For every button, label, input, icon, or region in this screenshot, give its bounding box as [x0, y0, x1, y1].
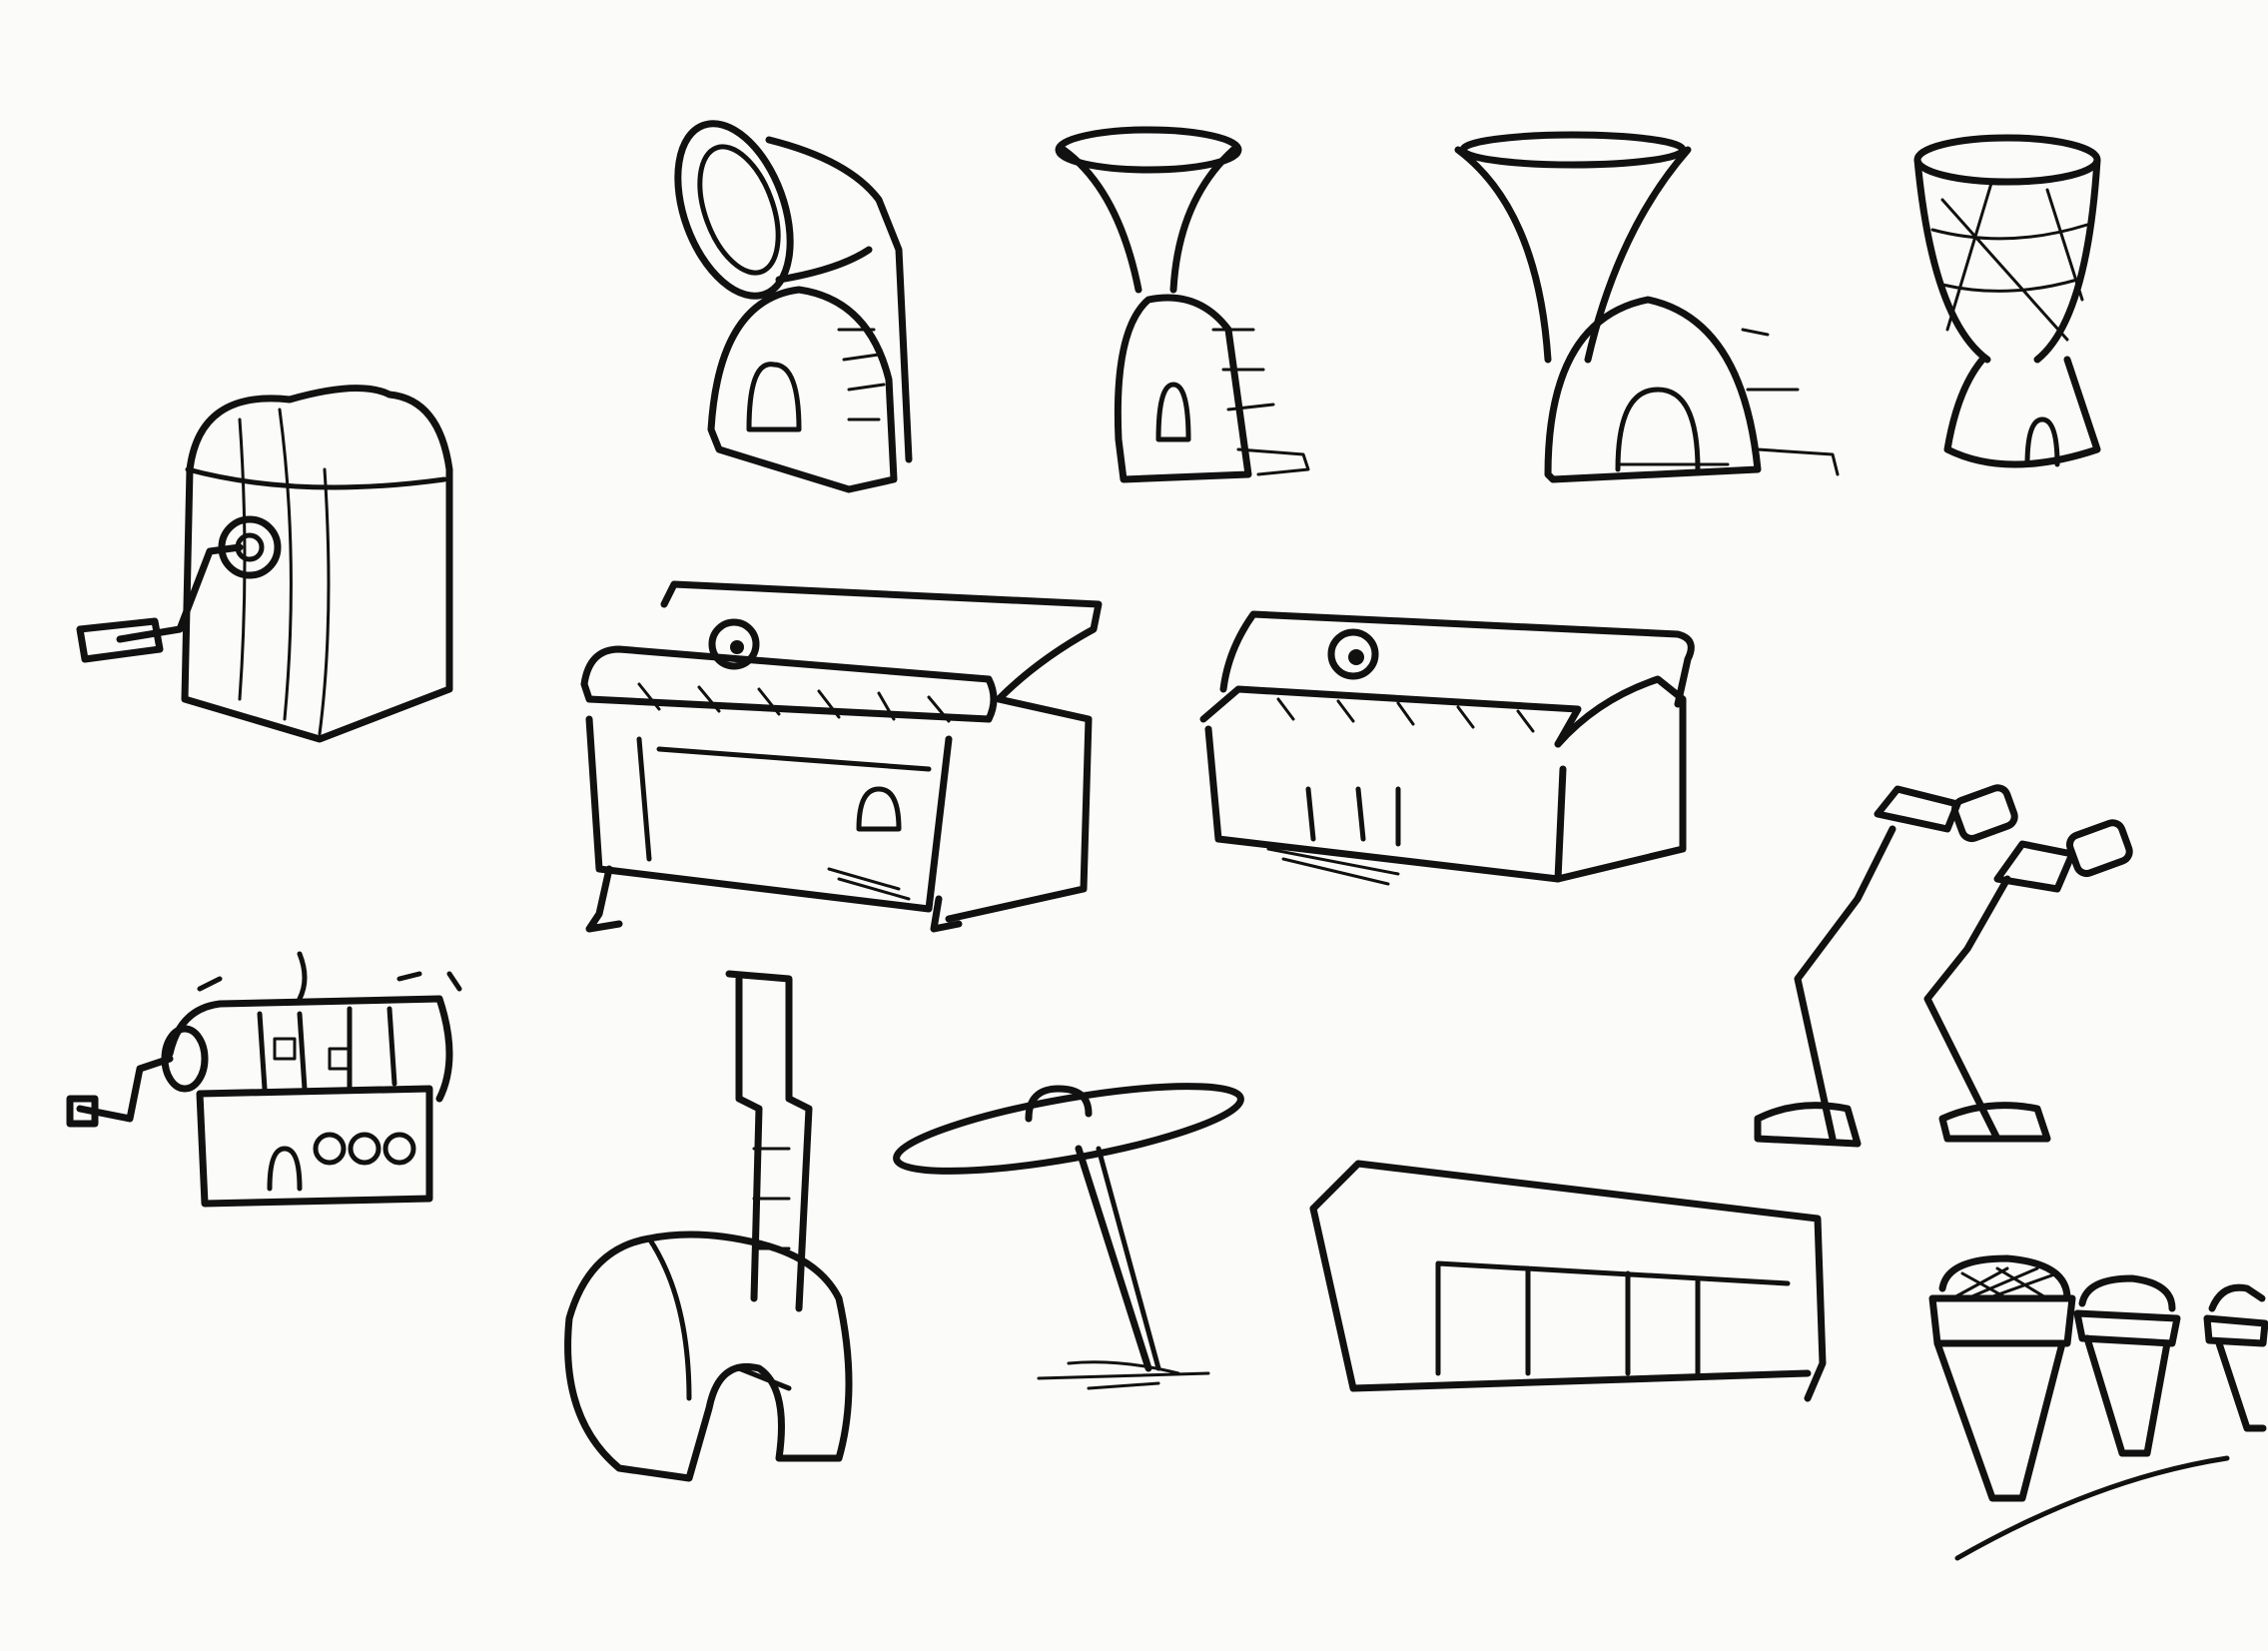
piano-house-icon: [580, 580, 1103, 933]
hand-crank-music-box-icon: [76, 385, 453, 743]
keyboard-bench-icon: [1309, 1160, 1827, 1402]
gramophone-house-icon: [674, 120, 913, 493]
djembe-drum-house-icon: [1913, 134, 2101, 468]
horn-house-icon: [1055, 126, 1310, 483]
cymbal-stand-icon: [893, 1083, 1244, 1390]
guitar-neck-arch-icon: [564, 970, 853, 1482]
microphone-stands-icon: [1754, 784, 2133, 1148]
microphone-heads-icon: [1928, 1254, 2268, 1561]
barrel-organ-icon: [66, 951, 462, 1208]
horn-house-icon: [1454, 131, 1840, 483]
piano-with-pedals-icon: [1199, 610, 1695, 886]
